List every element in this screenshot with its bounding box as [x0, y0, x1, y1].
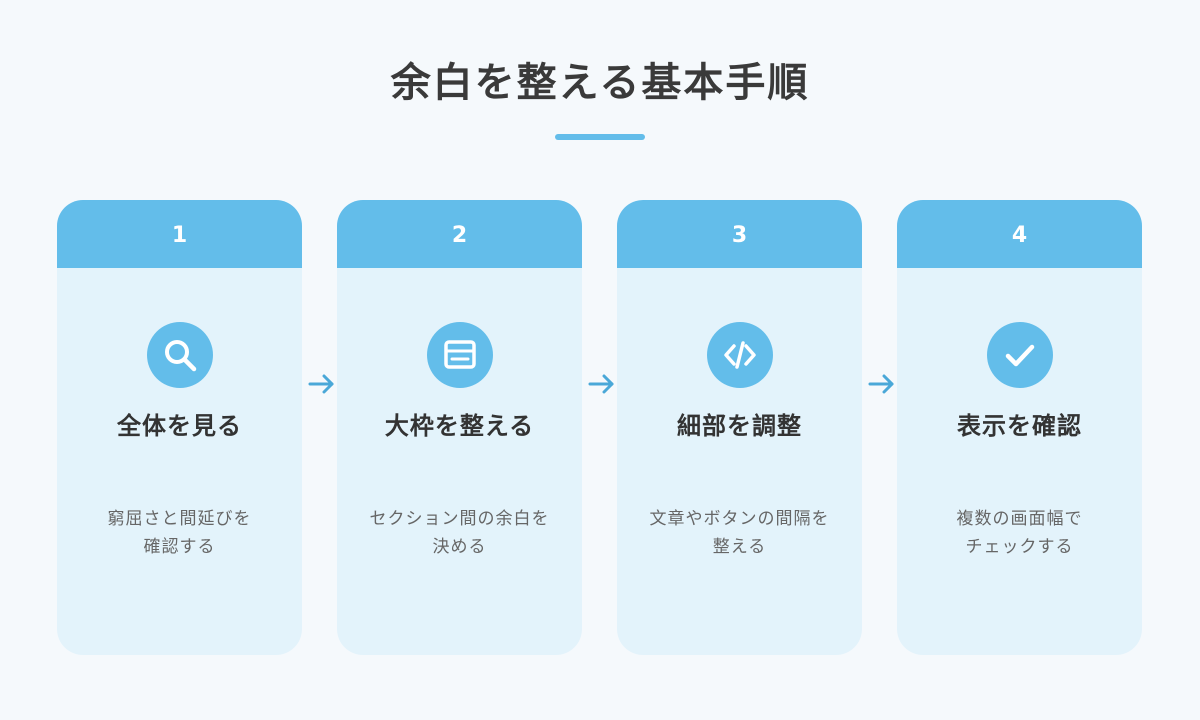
search-icon: [147, 322, 213, 388]
check-icon: [987, 322, 1053, 388]
step-description-2-line-2: 決める: [432, 537, 487, 557]
step-title-4: 表示を確認: [957, 412, 1082, 440]
step-description-2-line-1: セクション間の余白を: [369, 509, 550, 529]
step-card-1: 1 全体を見る 窮屈さと間延びを 確認する: [57, 200, 302, 655]
step-description-4-line-1: 複数の画面幅で: [956, 509, 1083, 529]
step-title-2: 大枠を整える: [384, 412, 535, 440]
step-description-3-line-2: 整える: [712, 537, 767, 557]
page-title: 余白を整える基本手順: [390, 60, 810, 106]
step-description-1-line-2: 確認する: [143, 537, 216, 557]
step-description-1-line-1: 窮屈さと間延びを: [107, 509, 252, 529]
step-description-2: セクション間の余白を 決める: [347, 505, 572, 561]
step-title-1: 全体を見る: [117, 412, 242, 440]
step-number-4: 4: [897, 200, 1142, 268]
layout-frame-icon: [427, 322, 493, 388]
step-card-2: 2 大枠を整える セクション間の余白を 決める: [337, 200, 582, 655]
steps-flow: 1 全体を見る 窮屈さと間延びを 確認する 2 大枠を整える: [57, 200, 1143, 655]
step-number-2: 2: [337, 200, 582, 268]
arrow-right-icon: [307, 372, 337, 396]
step-description-3: 文章やボタンの間隔を 整える: [627, 505, 852, 561]
arrow-right-icon: [867, 372, 897, 396]
title-underline: [555, 134, 645, 140]
step-number-1: 1: [57, 200, 302, 268]
step-description-4-line-2: チェックする: [965, 537, 1074, 557]
step-number-3: 3: [617, 200, 862, 268]
step-description-4: 複数の画面幅で チェックする: [907, 505, 1132, 561]
step-title-3: 細部を調整: [677, 412, 802, 440]
step-description-3-line-1: 文章やボタンの間隔を: [649, 509, 830, 529]
arrow-right-icon: [587, 372, 617, 396]
step-description-1: 窮屈さと間延びを 確認する: [67, 505, 292, 561]
code-icon: [707, 322, 773, 388]
step-card-4: 4 表示を確認 複数の画面幅で チェックする: [897, 200, 1142, 655]
step-card-3: 3 細部を調整 文章やボタンの間隔を 整える: [617, 200, 862, 655]
